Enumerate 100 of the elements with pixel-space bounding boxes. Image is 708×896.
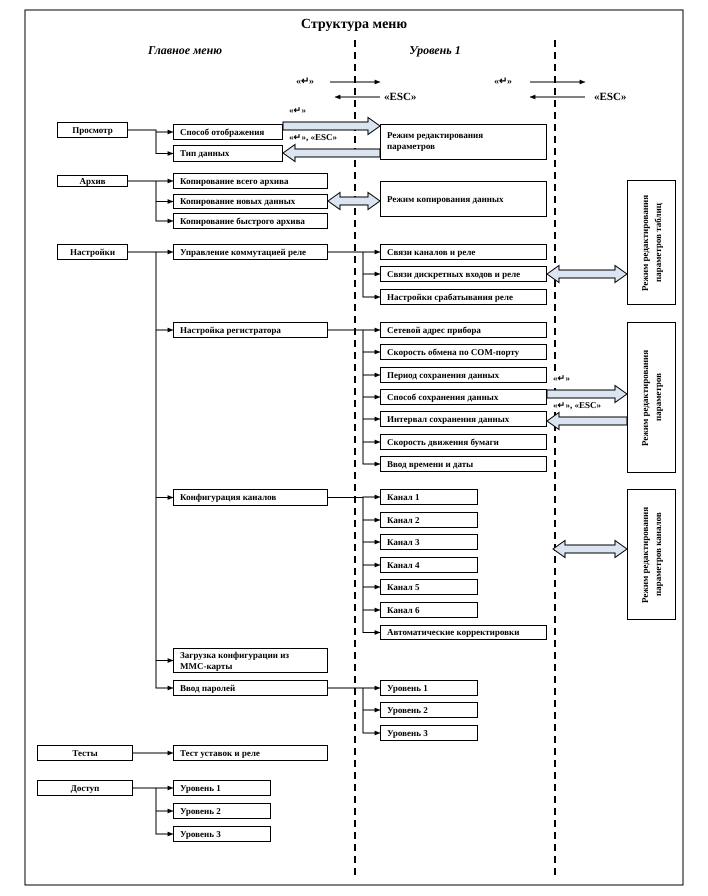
menu-label: Конфигурация каналов <box>180 492 276 503</box>
menu-label: Доступ <box>70 782 100 794</box>
menu-label: Канал 5 <box>387 582 420 592</box>
menu-label: Связи каналов и реле <box>387 246 476 258</box>
block-arrow <box>552 540 628 558</box>
connector-arrow <box>132 788 174 836</box>
mode-panel <box>627 180 676 305</box>
menu-label: Скорость движения бумаги <box>387 436 499 448</box>
menu-box <box>173 489 328 506</box>
menu-box <box>173 745 328 761</box>
menu-box <box>380 680 478 696</box>
block-arrow <box>282 144 380 162</box>
menu-label: Канал 4 <box>387 560 420 570</box>
menu-label: Скорость обмена по COM-порту <box>387 346 520 358</box>
menu-box <box>380 322 547 338</box>
connector-arrow <box>328 330 381 466</box>
menu-label: Загрузка конфигурации из MMC-карты <box>180 650 290 672</box>
menu-box <box>380 579 478 595</box>
menu-box <box>380 344 547 360</box>
menu-label: Режим редактирования параметров <box>387 130 484 152</box>
menu-box <box>57 122 128 138</box>
menu-label: Настройки срабатывания реле <box>387 292 513 302</box>
menu-label: Уровень 1 <box>387 682 428 694</box>
menu-box <box>173 780 271 796</box>
menu-label: Уровень 1 <box>180 782 221 794</box>
menu-label: Канал 2 <box>387 514 420 526</box>
menu-label: Период сохранения данных <box>387 370 500 380</box>
menu-box <box>380 602 478 618</box>
menu-box <box>380 489 478 505</box>
menu-label: Канал 6 <box>387 604 420 616</box>
menu-label: Канал 3 <box>387 536 420 548</box>
menu-box <box>380 266 547 282</box>
menu-box <box>380 289 547 305</box>
connector-arrow <box>128 180 174 224</box>
connector-arrow <box>328 497 381 635</box>
menu-box <box>173 145 283 162</box>
menu-label: Ввод паролей <box>180 682 236 694</box>
menu-box <box>380 534 478 550</box>
menu-box <box>380 625 547 640</box>
menu-label: Настройка регистратора <box>180 324 281 336</box>
menu-box <box>380 512 478 528</box>
menu-box <box>173 173 328 189</box>
menu-box <box>380 557 478 573</box>
menu-box <box>173 124 283 140</box>
menu-label: Уровень 3 <box>180 828 221 840</box>
menu-box <box>173 194 328 209</box>
block-arrow <box>327 192 381 210</box>
edge-label: «↵» <box>552 373 571 384</box>
menu-label: Интервал сохранения данных <box>387 414 510 424</box>
menu-box <box>57 175 128 187</box>
menu-box <box>173 213 328 229</box>
menu-box <box>380 244 547 260</box>
menu-label: Уровень 2 <box>387 704 428 716</box>
menu-box <box>380 456 547 472</box>
menu-label: Режим редактирования параметров <box>638 348 664 448</box>
menu-box <box>173 826 271 842</box>
menu-label: Копирование всего архива <box>180 176 288 186</box>
menu-box <box>380 124 547 160</box>
menu-label: Ввод времени и даты <box>387 458 474 470</box>
menu-box <box>380 181 547 217</box>
menu-label: Сетевой адрес прибора <box>387 324 481 336</box>
menu-box <box>380 411 547 427</box>
menu-box <box>57 244 128 260</box>
menu-box <box>380 702 478 718</box>
column-heading: Главное меню <box>146 43 224 58</box>
menu-box <box>380 389 547 405</box>
menu-label: Копирование быстрого архива <box>180 216 305 226</box>
menu-label: Архив <box>79 176 106 186</box>
menu-box <box>380 367 547 383</box>
menu-label: Канал 1 <box>387 492 420 502</box>
menu-box <box>173 648 328 673</box>
block-arrow <box>546 264 628 284</box>
menu-box <box>37 745 133 761</box>
key-label: «ESC» <box>384 91 416 103</box>
diagram-title: Структура меню <box>300 17 408 33</box>
menu-label: Режим копирования данных <box>387 194 504 204</box>
edge-label: «↵» <box>288 105 307 116</box>
menu-label: Тип данных <box>180 148 230 159</box>
menu-label: Управление коммутацией реле <box>180 246 306 258</box>
key-label: «ESC» <box>594 91 626 103</box>
block-arrow <box>546 412 628 430</box>
menu-label: Уровень 2 <box>180 806 221 816</box>
menu-box <box>173 680 328 696</box>
menu-box <box>173 322 328 338</box>
mode-panel <box>627 489 676 620</box>
menu-label: Способ отображения <box>180 126 264 138</box>
connector-arrow <box>328 252 381 300</box>
menu-label: Настройки <box>70 246 116 258</box>
edge-label: «↵», «ESC» <box>288 132 338 143</box>
mode-panel <box>627 322 676 473</box>
menu-box <box>173 803 271 819</box>
connector-arrow <box>132 750 174 756</box>
menu-box <box>37 780 133 796</box>
menu-label: Просмотр <box>72 124 113 136</box>
key-label: «↵» <box>494 75 512 87</box>
menu-label: Режим редактирования параметров таблиц <box>638 193 664 293</box>
menu-label: Автоматические корректировки <box>387 627 520 638</box>
menu-box <box>380 725 478 741</box>
block-arrow <box>282 116 381 136</box>
menu-label: Тест уставок и реле <box>180 748 260 758</box>
